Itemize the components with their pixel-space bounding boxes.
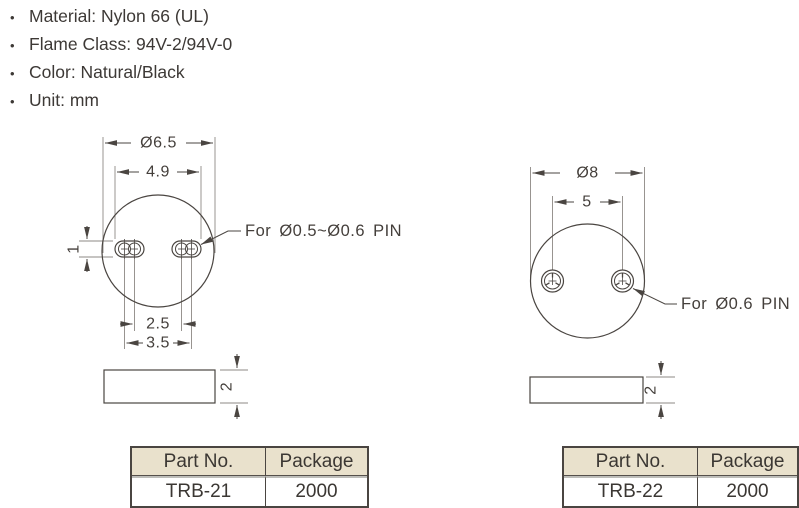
table-row: TRB-21 2000 xyxy=(132,476,367,506)
part-no-cell: TRB-22 xyxy=(564,476,698,506)
spec-text: Unit: mm xyxy=(29,90,99,110)
package-cell: 2000 xyxy=(266,476,367,506)
spec-text: Color: Natural/Black xyxy=(29,62,185,82)
trb21-pinhole-marks xyxy=(121,239,195,259)
bullet-icon: • xyxy=(10,10,15,25)
table-header-part-no: Part No. xyxy=(132,448,266,476)
dim-thickness: 2 xyxy=(643,385,660,394)
part-no-cell: TRB-21 xyxy=(132,476,266,506)
trb22-extension-lines xyxy=(530,167,675,404)
trb22-pinhole-slots xyxy=(545,273,630,286)
trb21-dimension-lines xyxy=(84,140,241,346)
pin-size-annotation: For Ø0.5~Ø0.6 PIN xyxy=(245,222,402,240)
dim-outer-diameter: Ø8 xyxy=(576,165,598,182)
dim-thickness: 2 xyxy=(219,382,236,391)
trb22-pinhole-crosses xyxy=(548,277,627,285)
package-cell: 2000 xyxy=(698,476,797,506)
dim-outer-diameter: Ø6.5 xyxy=(140,135,177,152)
table-header-row: Part No. Package xyxy=(564,448,797,476)
trb21-table: Part No. Package TRB-21 2000 xyxy=(130,446,369,508)
table-header-package: Package xyxy=(266,448,367,476)
bullet-icon: • xyxy=(10,66,15,81)
trb22-body xyxy=(529,223,646,339)
dim-slot-height: 1 xyxy=(66,244,83,253)
trb21-body xyxy=(101,194,215,308)
trb22-table: Part No. Package TRB-22 2000 xyxy=(562,446,799,508)
spec-item-color: • Color: Natural/Black xyxy=(10,59,232,87)
dim-outer-pitch: 3.5 xyxy=(146,335,170,352)
dim-slot-span: 4.9 xyxy=(146,164,170,181)
trb21-side-view: 2 xyxy=(103,354,240,419)
pin-size-annotation: For Ø0.6 PIN xyxy=(681,295,790,313)
table-header-part-no: Part No. xyxy=(564,448,698,476)
dim-inner-pitch: 2.5 xyxy=(146,316,170,333)
trb21-side-body xyxy=(103,369,216,404)
spec-text: Flame Class: 94V-2/94V-0 xyxy=(29,34,233,54)
spec-text: Material: Nylon 66 (UL) xyxy=(29,6,209,26)
trb21-front-view: Ø6.5 4.9 1 2.5 3.5 For Ø0.5~Ø0.6 PIN xyxy=(66,135,402,404)
spec-item-flame-class: • Flame Class: 94V-2/94V-0 xyxy=(10,31,232,59)
spec-item-unit: • Unit: mm xyxy=(10,87,232,115)
trb22-side-view: 2 xyxy=(529,361,664,419)
trb22-dimension-lines xyxy=(532,170,677,305)
spec-list: • Material: Nylon 66 (UL) • Flame Class:… xyxy=(10,3,232,115)
trb21-extension-lines xyxy=(79,137,248,404)
table-header-row: Part No. Package xyxy=(132,448,367,476)
bullet-icon: • xyxy=(10,94,15,109)
trb22-front-view: Ø8 5 For Ø0.6 PIN xyxy=(529,165,790,404)
bullet-icon: • xyxy=(10,38,15,53)
spec-item-material: • Material: Nylon 66 (UL) xyxy=(10,3,232,31)
table-row: TRB-22 2000 xyxy=(564,476,797,506)
table-header-package: Package xyxy=(698,448,797,476)
dim-pitch: 5 xyxy=(582,194,591,211)
trb22-side-body xyxy=(529,376,644,404)
